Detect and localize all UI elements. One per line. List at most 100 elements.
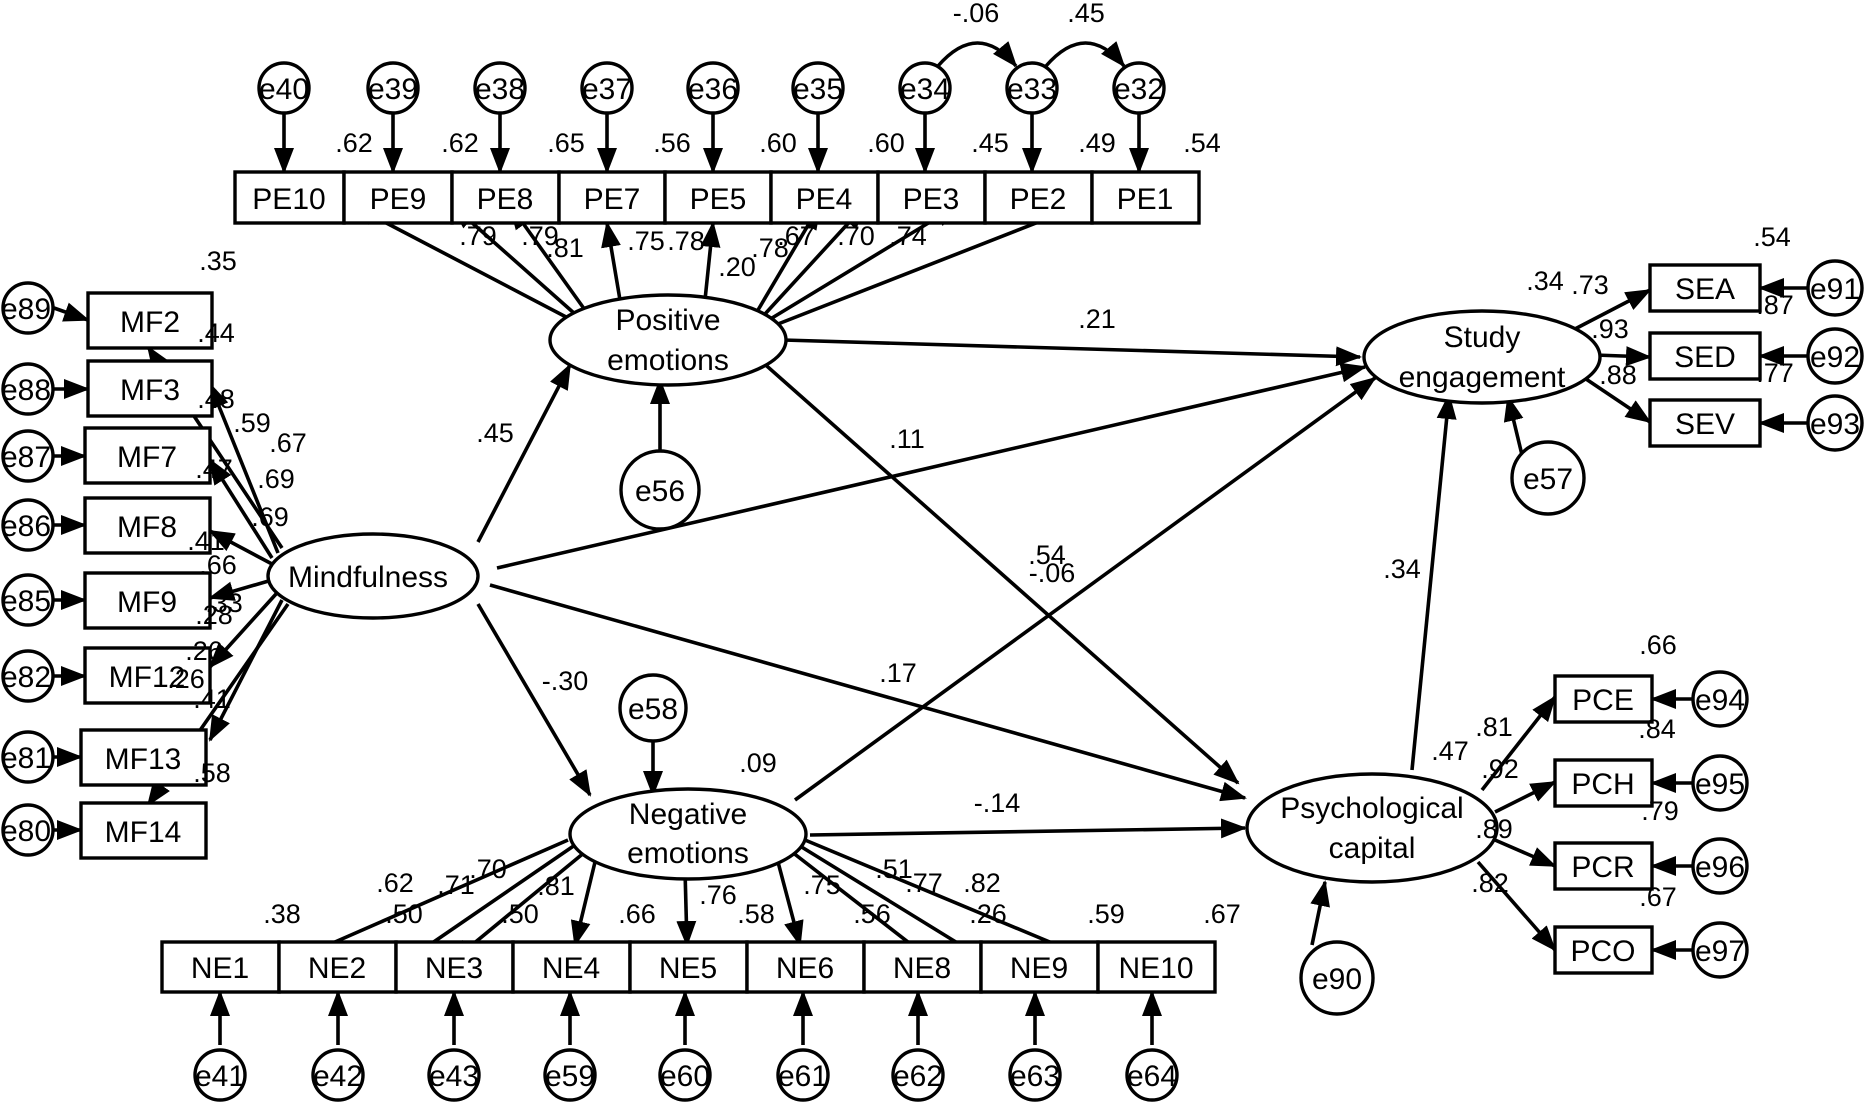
pc-value-label: .79 bbox=[1641, 796, 1679, 826]
latent-label-line1: Study bbox=[1444, 321, 1521, 354]
error-node-e37: e37 bbox=[580, 61, 634, 115]
arrow-mind-mf7 bbox=[208, 458, 274, 559]
mf-value-label: .44 bbox=[197, 318, 235, 348]
indicator-ne9: NE9 bbox=[979, 940, 1100, 994]
latent-label-line2: emotions bbox=[627, 837, 749, 870]
indicator-label: PCH bbox=[1571, 768, 1634, 801]
indicator-ne6: NE6 bbox=[745, 940, 866, 994]
indicator-ne1: NE1 bbox=[160, 940, 281, 994]
latent-mindfulness: Mindfulness bbox=[266, 532, 480, 620]
error-node-e43: e43 bbox=[427, 1048, 481, 1102]
error-label: e57 bbox=[1523, 463, 1573, 496]
indicator-mf2: MF2 bbox=[86, 291, 214, 350]
indicator-pe7: PE7 bbox=[557, 170, 667, 225]
se-value-label: .87 bbox=[1756, 290, 1794, 320]
loading-label-ne: .51 bbox=[875, 854, 913, 884]
arrow-mind-mf3 bbox=[208, 382, 280, 554]
path-label-mind-pe: .45 bbox=[476, 418, 514, 448]
error-node-e57: e57 bbox=[1510, 440, 1586, 516]
latent-positive-emotions: Positive emotions bbox=[548, 293, 788, 387]
error-label: e40 bbox=[259, 73, 309, 106]
loading-label-pe-inner: .20 bbox=[718, 252, 756, 282]
error-node-e91: e91 bbox=[1806, 259, 1864, 317]
indicator-label: NE8 bbox=[893, 952, 951, 985]
arrow-se-sed bbox=[1594, 346, 1652, 367]
arrow-pe-se bbox=[782, 338, 1362, 367]
indicator-label: MF9 bbox=[117, 586, 177, 619]
indicator-label: PE1 bbox=[1117, 183, 1174, 216]
error-label: e92 bbox=[1810, 341, 1860, 374]
latent-label-line1: Psychological bbox=[1280, 792, 1463, 825]
indicator-pcr: PCR bbox=[1553, 841, 1654, 891]
indicator-label: SEV bbox=[1675, 408, 1735, 441]
covariance-label-e33-e32: .45 bbox=[1067, 0, 1105, 28]
error-node-e90: e90 bbox=[1299, 940, 1375, 1016]
arrow-pc-pcr bbox=[1494, 838, 1557, 868]
r2-label-pe3: .60 bbox=[867, 128, 905, 158]
path-label-mind-pc: .17 bbox=[879, 658, 917, 688]
covariance-e34-e33 bbox=[914, 41, 1018, 91]
loading-label-pe4b: .67 bbox=[777, 221, 815, 251]
loading-label-pe5: .78 bbox=[667, 226, 705, 256]
indicator-label: NE4 bbox=[542, 952, 600, 985]
indicator-ne5: NE5 bbox=[628, 940, 749, 994]
path-label-pe-pc: .11 bbox=[889, 424, 925, 454]
r2-label-pe1: .49 bbox=[1078, 128, 1116, 158]
coefficient-labels: .62 .62 .65 .56 .60 .60 .45 .49 .54 -.06… bbox=[167, 0, 1794, 929]
indicator-label: MF14 bbox=[105, 816, 182, 849]
latent-negative-emotions: Negative emotions bbox=[568, 787, 808, 881]
error-label: e36 bbox=[688, 73, 738, 106]
error-label: e91 bbox=[1810, 273, 1860, 306]
se-value-label: .54 bbox=[1753, 222, 1791, 252]
error-node-e58: e58 bbox=[618, 673, 688, 743]
error-label: e34 bbox=[900, 73, 950, 106]
indicator-label: PE8 bbox=[477, 183, 534, 216]
error-node-e82: e82 bbox=[1, 649, 55, 703]
error-node-e63: e63 bbox=[1008, 1048, 1062, 1102]
indicator-pch: PCH bbox=[1553, 758, 1654, 808]
pc-value-label: .47 bbox=[1431, 736, 1469, 766]
error-label: e58 bbox=[628, 693, 678, 726]
pc-value-label: .84 bbox=[1638, 714, 1676, 744]
error-node-e96: e96 bbox=[1691, 837, 1749, 895]
covariance-e33-e32 bbox=[1022, 41, 1126, 91]
error-node-e38: e38 bbox=[473, 61, 527, 115]
indicator-pce: PCE bbox=[1553, 674, 1654, 724]
indicator-label: PE9 bbox=[370, 183, 427, 216]
indicator-sev: SEV bbox=[1648, 398, 1762, 448]
mf-value-label: .28 bbox=[195, 600, 233, 630]
indicator-pe8: PE8 bbox=[450, 170, 561, 225]
loading-label-ne: .75 bbox=[803, 870, 841, 900]
arrow-mind-pc bbox=[489, 583, 1247, 802]
indicator-label: PCE bbox=[1572, 684, 1634, 717]
indicator-label: PCR bbox=[1571, 851, 1634, 884]
arrow-pe-pe2 bbox=[777, 203, 1084, 326]
r2-label-pe10: .54 bbox=[1183, 128, 1221, 158]
arrow-pe-pc bbox=[758, 358, 1240, 785]
error-node-e81: e81 bbox=[1, 730, 55, 784]
arrow-mind-mf9 bbox=[208, 578, 273, 601]
loading-label-pe8b: .81 bbox=[546, 233, 584, 263]
error-node-e80: e80 bbox=[1, 803, 55, 857]
error-label: e64 bbox=[1127, 1060, 1177, 1093]
latent-label-line1: Negative bbox=[629, 798, 747, 831]
error-label: e37 bbox=[582, 73, 632, 106]
mf-value-label: .58 bbox=[193, 758, 231, 788]
pc-value-label: .81 bbox=[1475, 712, 1513, 742]
indicator-label: NE9 bbox=[1010, 952, 1068, 985]
indicator-label: PE4 bbox=[796, 183, 853, 216]
arrow-pc-pce bbox=[1480, 695, 1557, 792]
indicator-label: PE2 bbox=[1010, 183, 1067, 216]
arrow-mind-ne bbox=[476, 603, 592, 797]
mf-value-label: .47 bbox=[195, 454, 233, 484]
arrow-ne-ne5 bbox=[676, 869, 697, 947]
indicator-label: NE3 bbox=[425, 952, 483, 985]
arrow-mind-mf12 bbox=[208, 592, 278, 669]
diagram-nodes: e40 e39 e38 e37 e36 e35 e34 e33 e32 PE10… bbox=[1, 61, 1864, 1102]
indicator-label: SEA bbox=[1675, 273, 1735, 306]
loading-label-ne: .76 bbox=[699, 880, 737, 910]
indicator-pe9: PE9 bbox=[342, 170, 454, 225]
error-node-e40: e40 bbox=[257, 61, 311, 115]
indicator-ne4: NE4 bbox=[511, 940, 632, 994]
